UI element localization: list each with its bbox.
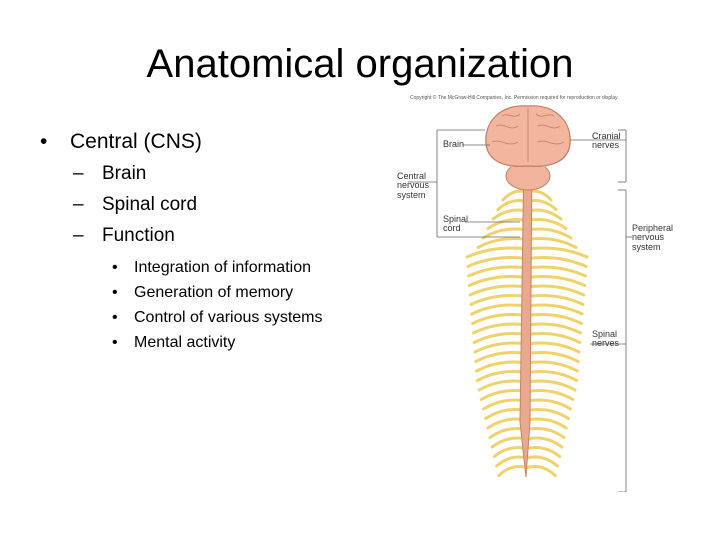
spinal-nerve: [525, 341, 581, 354]
spinal-nerve: [525, 389, 575, 401]
sub-item-function: – Function: [73, 225, 380, 247]
spinal-nerve: [474, 351, 529, 363]
spinal-nerve: [477, 379, 529, 392]
dash-marker: –: [73, 194, 84, 215]
label-pns-line: nervous: [632, 232, 665, 243]
spinal-nerve: [466, 256, 529, 268]
spinal-nerve: [525, 360, 579, 373]
label-brain: Brain: [443, 139, 465, 149]
spinal-nerve: [496, 199, 529, 211]
dash-marker: –: [73, 163, 84, 184]
spinal-nerve: [525, 227, 573, 240]
spinal-nerve: [525, 455, 559, 468]
spinal-nerve: [486, 218, 529, 230]
spinal-nerve: [497, 465, 529, 477]
brain-folds: [491, 108, 565, 162]
slide-title: Anatomical organization: [146, 42, 574, 86]
function-item-text: Integration of information: [134, 259, 311, 276]
spinal-nerve: [525, 351, 580, 363]
spinal-nerve: [525, 417, 568, 430]
label-spinal-cord: Spinal cord: [443, 214, 469, 234]
label-cns-line: system: [397, 189, 426, 200]
sub-item-text: Brain: [102, 163, 147, 184]
function-item-text: Generation of memory: [134, 284, 294, 301]
spinal-nerve: [525, 465, 557, 477]
spinal-nerve: [525, 208, 563, 221]
label-cranial-nerves: Cranial nerves: [592, 131, 621, 151]
label-pns-line: system: [632, 241, 661, 252]
bullet-marker: •: [112, 284, 118, 301]
spinal-nerve: [469, 294, 529, 306]
spinal-nerve: [525, 379, 577, 392]
spinal-nerve: [475, 370, 529, 382]
bullet-list: • Central (CNS) – Brain – Spinal cord – …: [40, 130, 380, 352]
label-spinal-nerves: Spinal nerves: [592, 329, 620, 349]
spinal-nerve: [525, 303, 584, 316]
bullet-marker: •: [40, 130, 48, 153]
function-item-text: Control of various systems: [134, 309, 323, 326]
label-pns-line: Peripheral: [632, 223, 674, 233]
sub-item-text: Spinal cord: [102, 194, 198, 215]
sub-item-text: Function: [102, 225, 175, 246]
bullet-marker: •: [112, 309, 118, 326]
spinal-nerve: [475, 360, 529, 373]
label-pns: Peripheral nervous system: [632, 223, 674, 252]
spinal-nerve: [525, 446, 562, 458]
function-item-text: Mental activity: [134, 334, 236, 351]
sub-item-brain: – Brain: [73, 163, 380, 185]
label-spinal-cord-line: Spinal: [443, 214, 469, 224]
spinal-nerve: [491, 208, 529, 221]
spinal-nerve: [525, 398, 573, 411]
spinal-nerve: [525, 265, 587, 278]
spinal-nerve: [470, 303, 529, 316]
spinal-nerve: [525, 256, 588, 268]
spinal-nerve: [525, 436, 564, 449]
spinal-nerve: [495, 455, 529, 468]
bullet-text: Central (CNS): [70, 130, 202, 153]
spinal-nerve: [525, 275, 587, 287]
spinal-nerve: [476, 237, 529, 249]
spinal-nerve: [525, 294, 585, 306]
nervous-system-figure: [408, 105, 632, 492]
spinal-nerve: [525, 332, 582, 344]
spinal-nerve: [525, 427, 566, 439]
label-cranial-line: Cranial: [592, 131, 621, 141]
spinal-nerve: [525, 322, 583, 335]
bullet-marker: •: [112, 259, 118, 276]
figure-copyright: Copyright © The McGraw-Hill Companies, I…: [410, 95, 619, 101]
dash-marker: –: [73, 225, 84, 246]
spinal-nerve: [525, 284, 586, 297]
spinal-nerve: [465, 246, 529, 259]
label-brackets: [408, 129, 632, 492]
spinal-nerve: [471, 313, 529, 325]
sub-item-spinal-cord: – Spinal cord: [73, 194, 380, 216]
spinal-nerve: [525, 370, 579, 382]
label-spinal-nerves-line: Spinal: [592, 329, 618, 339]
spinal-nerve: [525, 408, 570, 420]
spinal-nerve: [467, 265, 529, 278]
spinal-nerve: [492, 446, 529, 458]
spinal-nerve: [471, 322, 529, 335]
function-item-integration: • Integration of information: [112, 259, 380, 277]
function-item-memory: • Generation of memory: [112, 284, 380, 302]
spinal-nerve: [472, 332, 529, 344]
spinal-nerve: [468, 284, 529, 297]
label-cns-line: Central: [397, 171, 427, 181]
label-spinal-cord-line: cord: [443, 223, 461, 234]
spinal-nerve: [525, 246, 589, 259]
label-spinal-nerves-line: nerves: [592, 338, 620, 349]
bullet-central-cns: • Central (CNS): [40, 130, 380, 154]
function-item-control: • Control of various systems: [112, 309, 380, 327]
spinal-nerve: [525, 218, 568, 230]
spinal-nerve: [473, 341, 529, 354]
label-cns: Central nervous system: [397, 171, 430, 200]
label-cns-line: nervous: [397, 180, 430, 191]
spinal-nerve: [525, 313, 583, 325]
spinal-nerve: [525, 237, 578, 249]
label-cranial-line: nerves: [592, 140, 620, 151]
spinal-nerve: [467, 275, 529, 287]
function-item-mental: • Mental activity: [112, 334, 380, 352]
bullet-marker: •: [112, 334, 118, 351]
